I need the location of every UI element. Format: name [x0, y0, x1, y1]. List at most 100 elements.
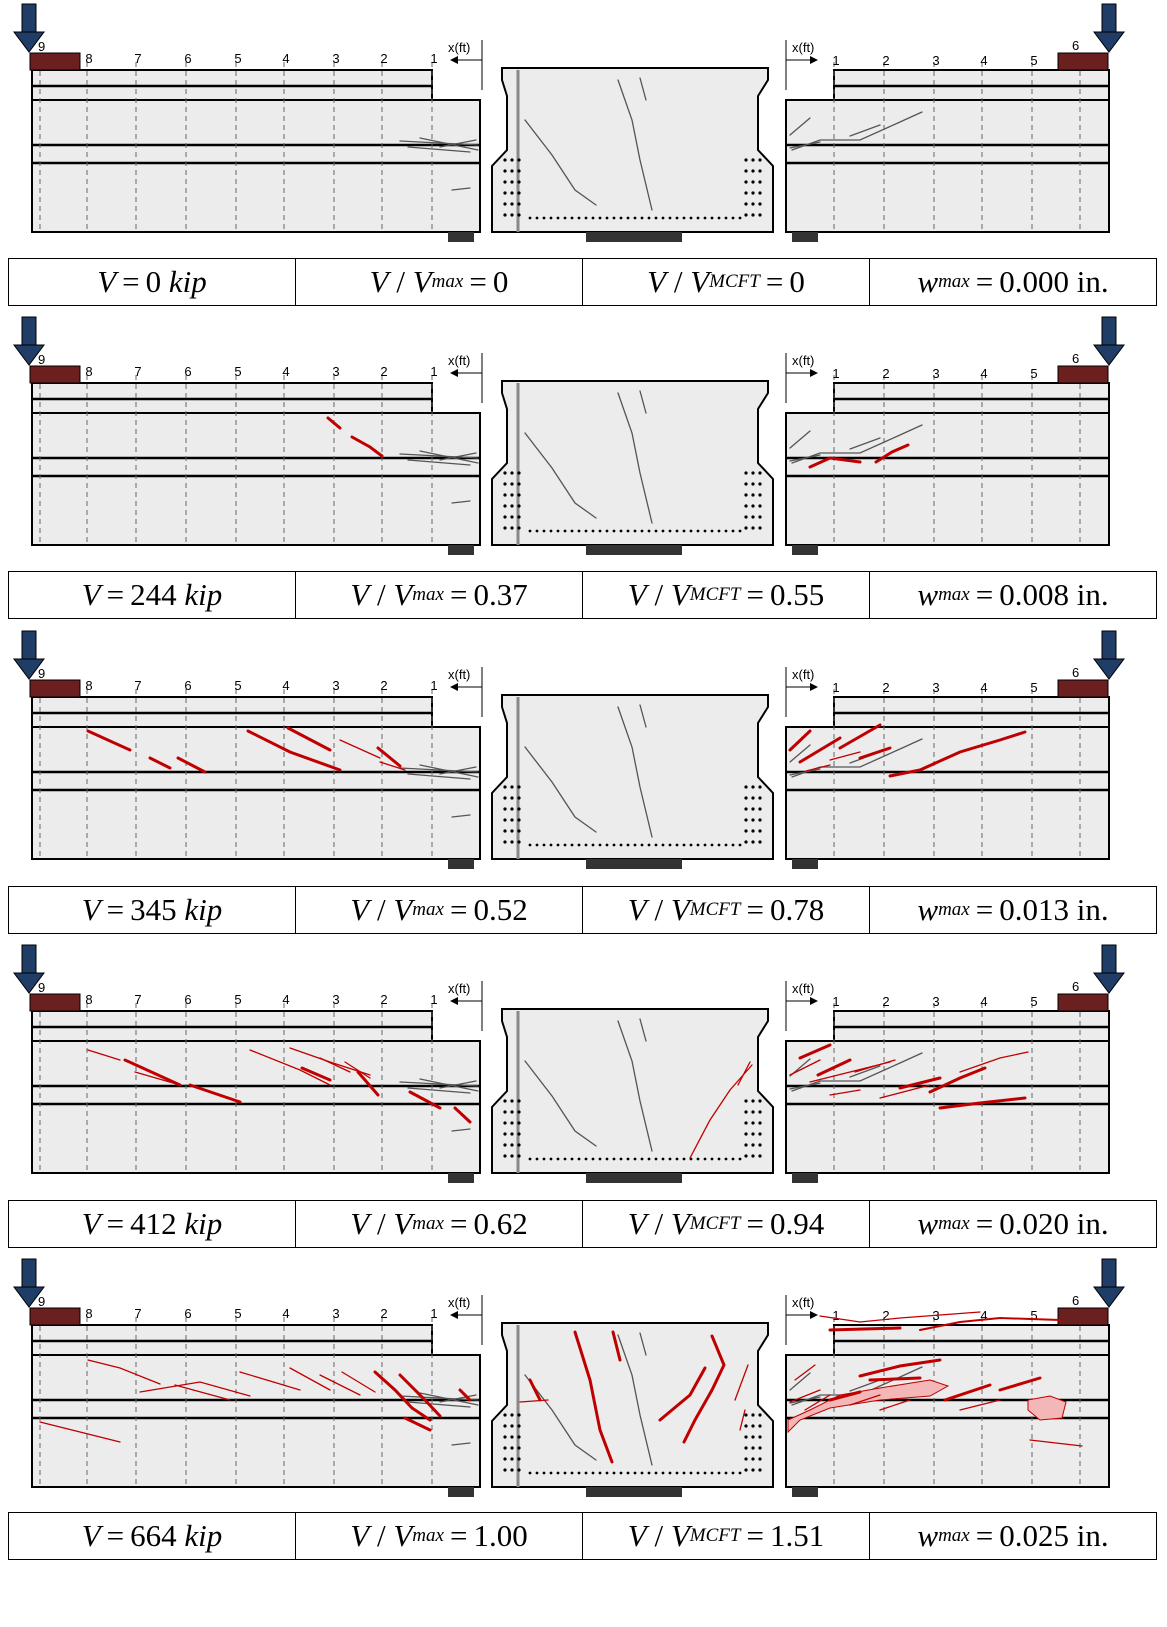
new-crack-wide	[286, 726, 332, 752]
shear-unit: kip	[184, 1206, 223, 1241]
new-crack-wide	[453, 1106, 472, 1124]
strand-dot	[510, 1110, 514, 1114]
strand-dot	[696, 216, 700, 220]
strand-dot	[744, 807, 748, 811]
existing-crack	[399, 1395, 479, 1401]
strand-dot	[626, 1471, 630, 1475]
new-crack-wide	[858, 746, 892, 760]
strand-dot	[758, 515, 762, 519]
existing-crack	[524, 1060, 597, 1147]
crack-pattern	[39, 1311, 1083, 1466]
tick-label-left: 4	[282, 364, 289, 379]
axis-label-left: x(ft)	[448, 40, 470, 55]
strand-dot	[510, 1132, 514, 1136]
strand-dot	[626, 529, 630, 533]
new-crack-thin	[289, 1367, 331, 1391]
ratio-max-number: 0.52	[473, 892, 528, 927]
strand-dot	[647, 1157, 651, 1161]
strand-dot	[696, 843, 700, 847]
strand-dot	[563, 216, 567, 220]
strand-dot	[751, 1413, 755, 1417]
strand-dot	[556, 216, 560, 220]
shear-unit: kip	[184, 892, 223, 927]
ratio-max-number: 0	[492, 264, 509, 299]
existing-crack	[419, 1392, 479, 1406]
strand-dot	[503, 1099, 507, 1103]
existing-crack	[617, 706, 653, 838]
strand-dot	[612, 216, 616, 220]
tick-label-left: 7	[134, 678, 141, 693]
strand-dot	[654, 216, 658, 220]
strand-dot	[758, 180, 762, 184]
strand-dot	[717, 1157, 721, 1161]
strand-dot	[744, 818, 748, 822]
tick-label-left: 8	[85, 51, 92, 66]
axis-label-left: x(ft)	[448, 1295, 470, 1310]
strand-dot	[751, 840, 755, 844]
strand-dot	[744, 1457, 748, 1461]
strand-dot	[758, 818, 762, 822]
new-crack-wide	[682, 1334, 726, 1444]
new-crack-wide	[788, 729, 812, 752]
strand-dot	[619, 843, 623, 847]
strand-dot	[668, 529, 672, 533]
strand-dot	[751, 515, 755, 519]
strand-dot	[758, 1435, 762, 1439]
strand-dot	[744, 526, 748, 530]
strand-dot	[598, 843, 602, 847]
strand-dot	[528, 843, 532, 847]
cross-section-outline	[491, 380, 774, 546]
tick-label-left: 2	[380, 364, 387, 379]
strand-dot	[535, 529, 539, 533]
strand-dot	[744, 1435, 748, 1439]
ratio-mcft-number: 0.55	[769, 577, 825, 612]
strand-dot	[503, 471, 507, 475]
load-arrow-right-head	[1093, 658, 1125, 680]
strand-dot	[510, 1435, 514, 1439]
load-arrow-left-head	[13, 31, 45, 53]
support-label-right: 6	[1072, 351, 1079, 366]
strand-dot	[570, 529, 574, 533]
load-arrow-left-head	[13, 344, 45, 366]
tick-label-right: 2	[882, 366, 889, 381]
strand-dot	[696, 1471, 700, 1475]
strand-dot	[517, 1435, 521, 1439]
strand-dot	[503, 180, 507, 184]
strand-dot	[703, 1471, 707, 1475]
existing-crack	[639, 1018, 647, 1042]
ratio-mcft-number: 0	[789, 264, 805, 299]
strand-dot	[577, 529, 581, 533]
tick-label-left: 6	[184, 678, 191, 693]
new-crack-wide	[918, 730, 1027, 772]
strand-dot	[570, 216, 574, 220]
strand-dot	[517, 191, 521, 195]
strand-dot	[758, 1446, 762, 1450]
strand-dot	[591, 216, 595, 220]
shear-value: V=412 kip	[81, 1206, 223, 1241]
existing-crack	[407, 146, 471, 153]
strand-dot	[738, 216, 742, 220]
strand-dot	[517, 829, 521, 833]
bearing-pad-right	[792, 1487, 818, 1497]
prestressing-strands	[503, 1099, 762, 1161]
strand-dot	[647, 843, 651, 847]
strand-dot	[619, 216, 623, 220]
tick-label-right: 3	[932, 994, 939, 1009]
tick-label-left: 5	[234, 1306, 241, 1321]
load-arrow-left-shaft	[21, 316, 37, 348]
strand-dot	[503, 191, 507, 195]
strand-dot	[689, 1471, 693, 1475]
strand-dot	[577, 1471, 581, 1475]
bearing-pad-left	[448, 1173, 474, 1183]
strand-dot	[503, 504, 507, 508]
strand-dot	[517, 1446, 521, 1450]
strand-dot	[528, 216, 532, 220]
strand-dot	[577, 1157, 581, 1161]
tick-label-left: 1	[430, 678, 437, 693]
strand-dot	[549, 216, 553, 220]
